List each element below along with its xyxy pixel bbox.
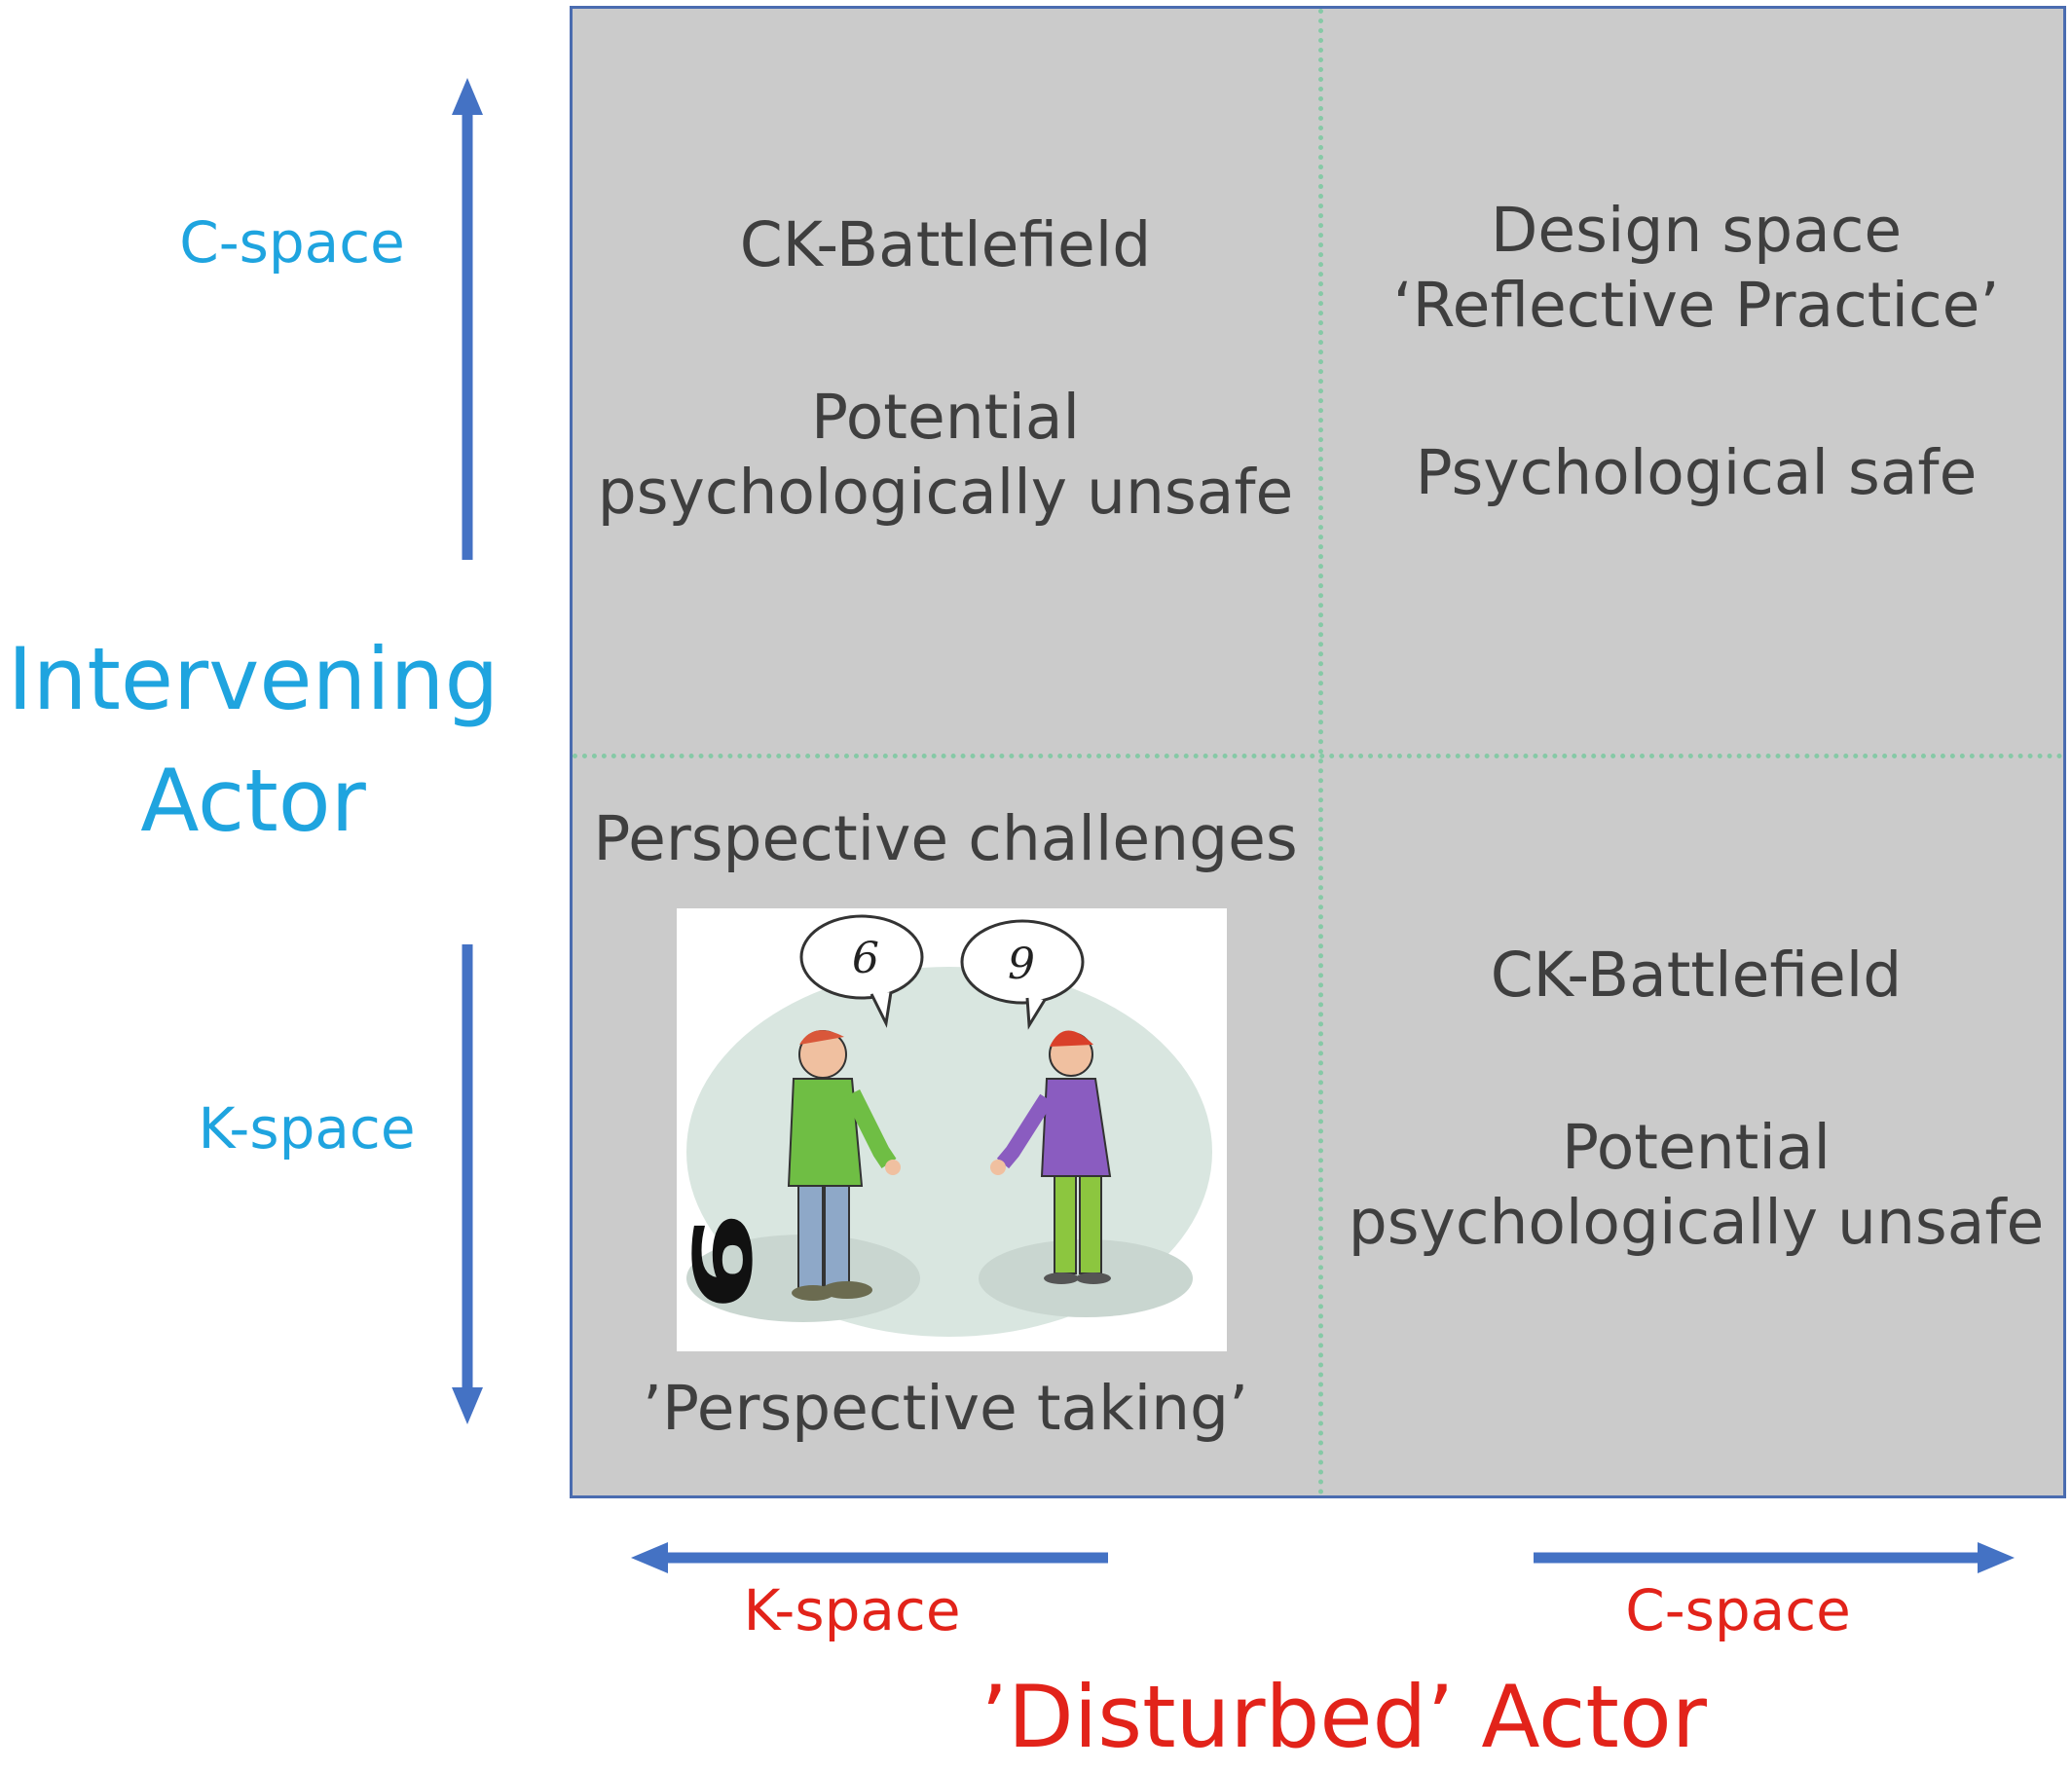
ground-number: 6	[677, 1211, 770, 1312]
y-axis-down-arrow	[452, 944, 483, 1424]
right-person-figure	[990, 1030, 1112, 1284]
top-left-title: CK-Battlefield	[739, 209, 1152, 280]
vertical-divider	[1318, 9, 1323, 1495]
top-left-line1: Potential	[811, 381, 1080, 453]
quadrant-top-right: Design space ‘Reflective Practice’ Psych…	[1323, 194, 2069, 511]
bottom-right-line1: Potential	[1562, 1111, 1831, 1183]
top-right-title-line2: ‘Reflective Practice’	[1392, 269, 2000, 341]
quadrant-top-left: CK-Battlefield Potential psychologically…	[573, 208, 1318, 531]
y-axis-bottom-label: K-space	[198, 1095, 416, 1162]
bottom-right-title: CK-Battlefield	[1490, 940, 1903, 1011]
quadrant-matrix: CK-Battlefield Potential psychologically…	[570, 6, 2066, 1498]
y-axis-top-label: C-space	[179, 209, 405, 276]
y-axis-title-line2: Actor	[140, 751, 366, 851]
bubble-right-number: 9	[1008, 940, 1035, 989]
x-axis-left-label: K-space	[743, 1577, 961, 1643]
top-right-line1: Psychological safe	[1415, 436, 1978, 508]
left-person-figure	[787, 1030, 901, 1301]
bottom-left-title: Perspective challenges	[593, 803, 1298, 874]
x-axis-title: ’Disturbed’ Actor	[980, 1667, 1707, 1767]
y-axis-up-arrow	[452, 78, 483, 560]
y-axis-title: Intervening Actor	[0, 618, 506, 862]
bottom-left-caption: ’Perspective taking’	[642, 1373, 1249, 1444]
top-right-title-line1: Design space	[1490, 195, 1903, 266]
y-axis-title-line1: Intervening	[7, 629, 500, 729]
x-axis-left-arrow	[631, 1542, 1108, 1573]
horizontal-divider	[573, 754, 2063, 758]
perspective-taking-illustration: 6 9	[677, 908, 1227, 1351]
quadrant-bottom-right: CK-Battlefield Potential psychologically…	[1323, 939, 2069, 1261]
bubble-left-number: 6	[852, 934, 879, 983]
x-axis-right-arrow	[1534, 1542, 2015, 1573]
bottom-right-line2: psychologically unsafe	[1348, 1186, 2045, 1258]
top-left-line2: psychologically unsafe	[597, 456, 1294, 528]
x-axis-right-label: C-space	[1625, 1577, 1851, 1643]
